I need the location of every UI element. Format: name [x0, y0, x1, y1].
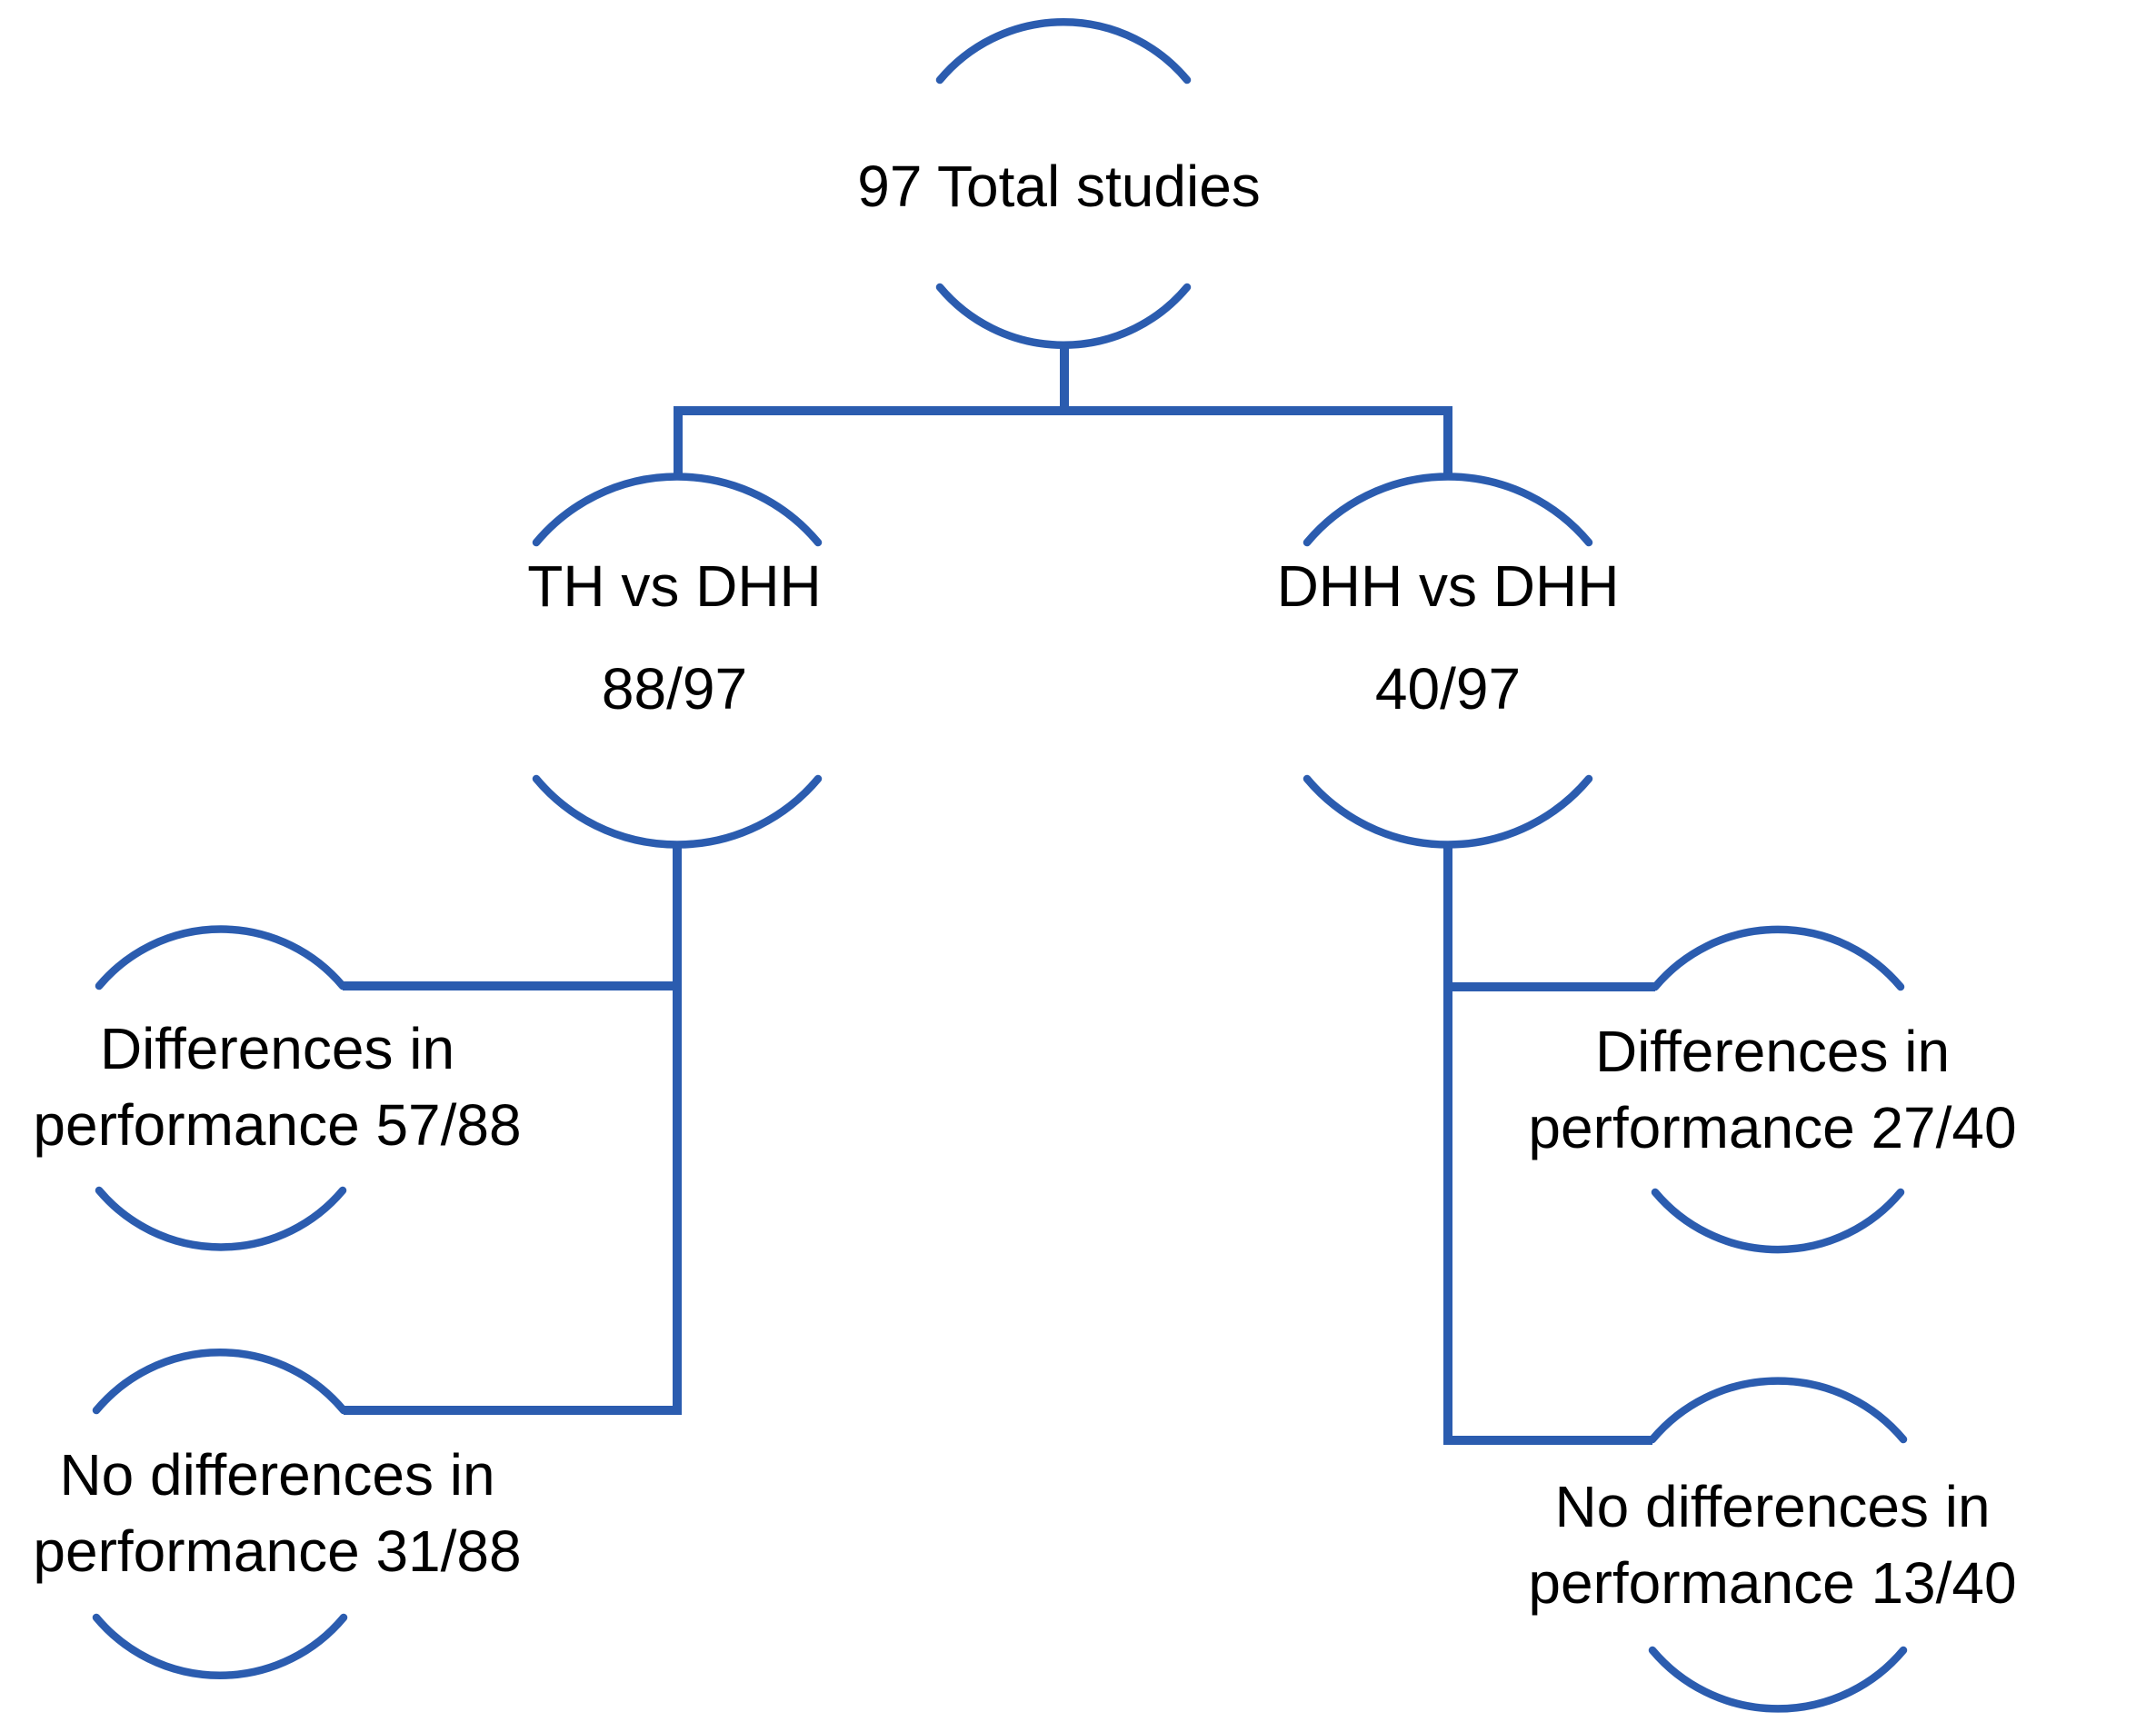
node-th-vs-dhh: TH vs DHH 88/97	[527, 535, 822, 741]
root-circle-top-arc	[935, 18, 1192, 85]
node-dhh-no-differences-line2: performance 13/40	[1528, 1550, 2017, 1616]
node-total-studies-label: 97 Total studies	[857, 154, 1261, 219]
th-vs-dhh-circle-top-arc	[532, 473, 823, 547]
node-dhh-vs-dhh-title: DHH vs DHH	[1276, 553, 1620, 619]
node-dhh-differences-line2: performance 27/40	[1528, 1095, 2017, 1160]
root-circle-bottom-arc	[935, 283, 1192, 349]
dhh-no-differences-circle-top-arc	[1648, 1377, 1908, 1444]
right-trunk-line	[1443, 844, 1652, 1445]
th-differences-circle-top-arc	[95, 925, 347, 990]
dhh-differences-circle-top-arc	[1651, 925, 1905, 991]
node-dhh-vs-dhh-count: 40/97	[1374, 656, 1522, 722]
node-circle-arcs	[92, 18, 1908, 1713]
dhh-no-differences-circle-bottom-arc	[1648, 1646, 1908, 1713]
node-th-vs-dhh-count: 88/97	[601, 656, 748, 722]
th-no-differences-circle-top-arc	[92, 1349, 348, 1415]
node-th-no-differences: No differences in performance 31/88	[33, 1437, 521, 1589]
th-differences-circle-bottom-arc	[95, 1186, 347, 1251]
left-trunk-line	[344, 844, 682, 1415]
node-th-differences-line2: performance 57/88	[33, 1092, 522, 1158]
node-th-differences-line1: Differences in	[99, 1016, 455, 1081]
node-dhh-no-differences-line1: No differences in	[1554, 1474, 1991, 1539]
node-th-vs-dhh-title: TH vs DHH	[527, 553, 822, 619]
node-th-no-differences-line2: performance 31/88	[33, 1518, 522, 1584]
node-dhh-no-differences: No differences in performance 13/40	[1528, 1468, 2016, 1621]
node-dhh-differences: Differences in performance 27/40	[1528, 1013, 2016, 1166]
dhh-vs-dhh-circle-bottom-arc	[1303, 774, 1593, 849]
level1-bracket-line	[674, 406, 1452, 477]
node-th-no-differences-line1: No differences in	[59, 1442, 495, 1508]
dhh-vs-dhh-circle-top-arc	[1303, 473, 1593, 547]
dhh-differences-circle-bottom-arc	[1651, 1188, 1905, 1254]
node-th-differences: Differences in performance 57/88	[33, 1010, 521, 1163]
node-dhh-differences-line1: Differences in	[1594, 1019, 1951, 1084]
th-vs-dhh-circle-bottom-arc	[532, 774, 823, 849]
th-no-differences-circle-bottom-arc	[92, 1613, 348, 1679]
connector-lines	[343, 344, 1655, 1445]
node-dhh-vs-dhh: DHH vs DHH 40/97	[1277, 535, 1620, 741]
node-total-studies: 97 Total studies	[857, 154, 1261, 218]
